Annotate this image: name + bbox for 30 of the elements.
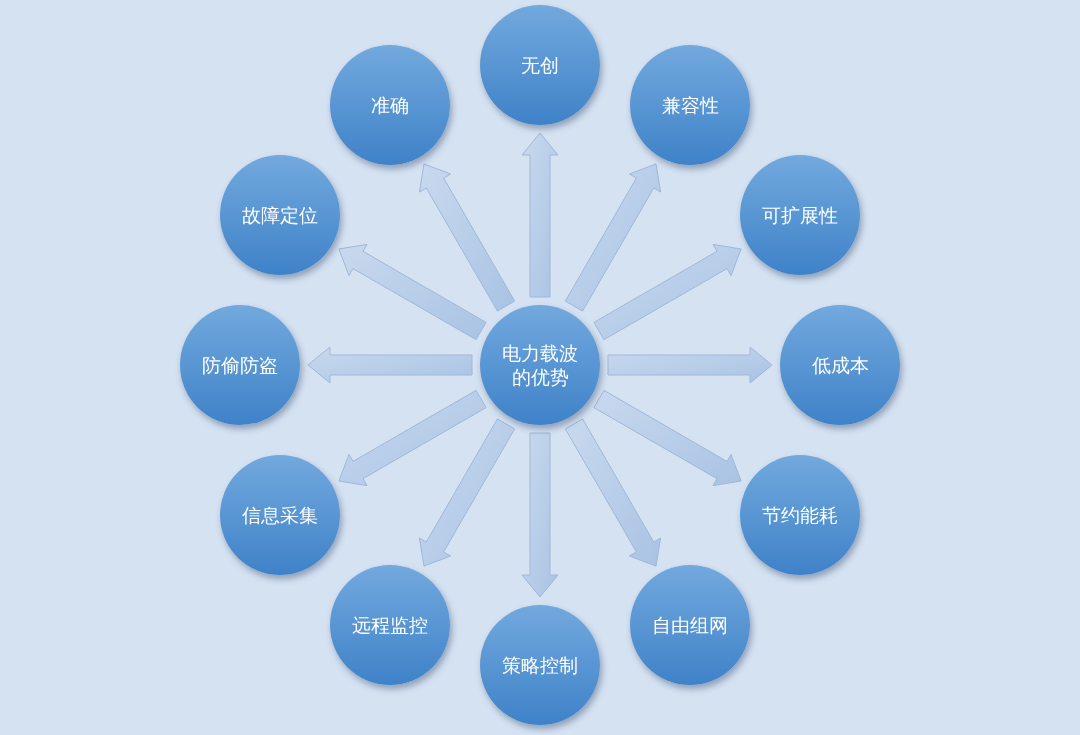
circle-label: 兼容性 [661, 93, 719, 117]
block-arrow [564, 418, 662, 567]
circle-label: 准确 [371, 93, 409, 117]
circle-label: 信息采集 [242, 503, 318, 527]
circle-label: 电力载波的优势 [501, 341, 579, 389]
block-arrow [307, 346, 473, 384]
advantage-circle [740, 155, 860, 275]
block-arrow [521, 432, 559, 598]
circle-label: 自由组网 [652, 613, 728, 637]
block-arrow [607, 346, 773, 384]
block-arrow [418, 163, 516, 312]
circle-label: 故障定位 [242, 203, 318, 227]
circle-label: 防偷防盗 [202, 353, 278, 377]
block-arrow [521, 132, 559, 298]
advantage-circle [630, 565, 750, 685]
block-arrow [338, 389, 487, 487]
advantage-circle [330, 565, 450, 685]
block-arrow [418, 418, 516, 567]
circle-label: 节约能耗 [762, 503, 838, 527]
block-arrow [593, 389, 742, 487]
circle-label: 无创 [521, 53, 559, 77]
circle-label: 远程监控 [352, 613, 428, 637]
block-arrow [564, 163, 662, 312]
circle-label: 低成本 [811, 353, 869, 377]
block-arrow [593, 243, 742, 341]
block-arrow [338, 243, 487, 341]
circle-label: 策略控制 [502, 653, 578, 677]
advantage-circle [740, 455, 860, 575]
center-circle [480, 305, 600, 425]
circle-label: 可扩展性 [762, 203, 838, 227]
